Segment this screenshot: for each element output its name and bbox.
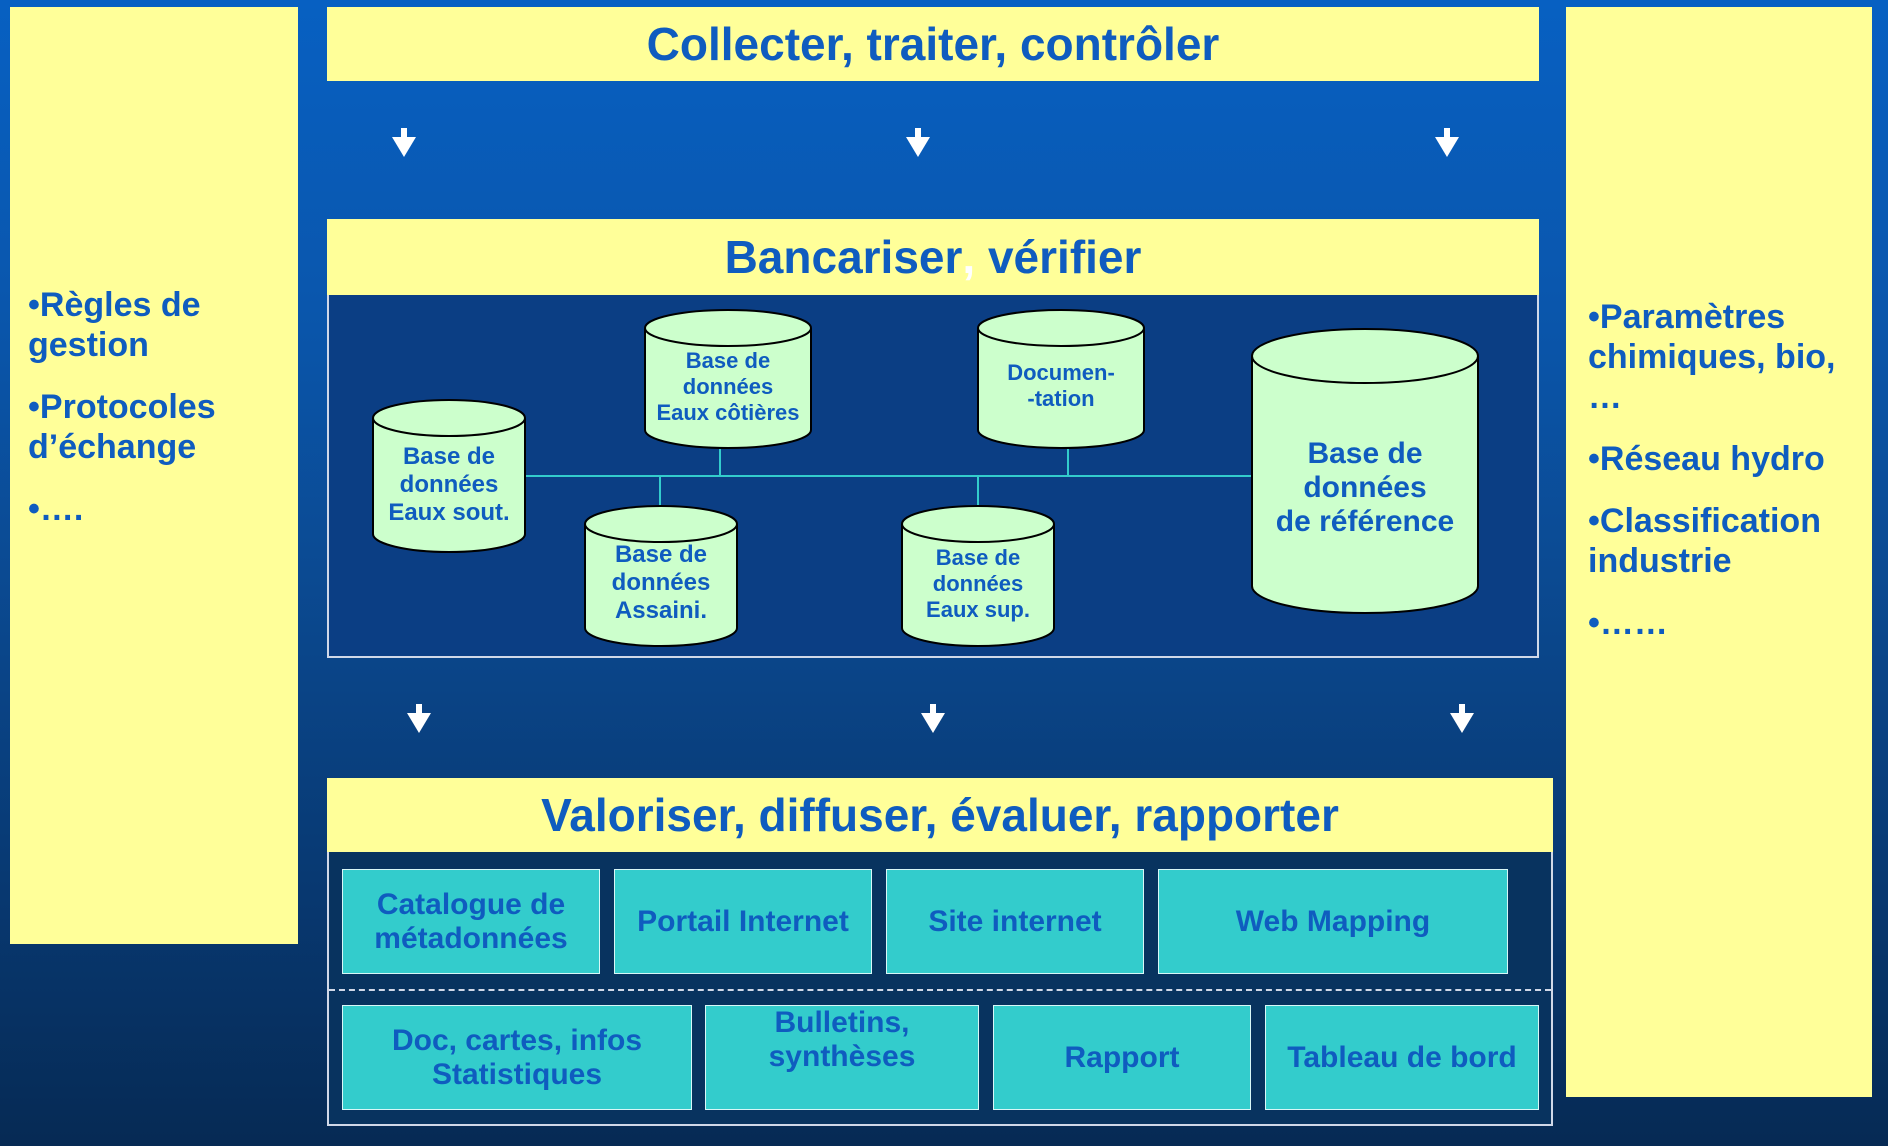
database-eaux-sout: Base de données Eaux sout. [372, 399, 526, 553]
left-item-protocoles: •Protocoles d’échange [28, 388, 216, 466]
rapport-box: Rapport [993, 1005, 1251, 1110]
connector-lines [524, 446, 1252, 512]
section-collecter-title: Collecter, traiter, contrôler [327, 7, 1539, 81]
title-comma: , [962, 231, 976, 283]
db-label-line: données [683, 374, 773, 399]
right-panel-list: •Paramètres chimiques, bio, … •Réseau hy… [1588, 297, 1868, 665]
db-label-line: Base de [615, 541, 707, 568]
right-item-etc: •…… [1588, 604, 1668, 642]
database-diagram: Base de données Eaux sout. Base de donné… [372, 309, 1479, 647]
right-item-parametres: •Paramètres chimiques, bio, … [1588, 298, 1836, 416]
tableau-de-bord-box: Tableau de bord [1265, 1005, 1539, 1110]
left-panel-list: •Règles de gestion •Protocoles d’échange… [28, 285, 293, 551]
db-label-line: Base de [1307, 437, 1422, 470]
db-label-line: -tation [1027, 386, 1094, 411]
db-label-line: Documen- [1007, 360, 1115, 385]
left-item-regles: •Règles de gestion [28, 286, 201, 364]
section-bancariser-title: Bancariser, vérifier [327, 219, 1539, 295]
title-bancariser: Bancariser [724, 231, 963, 283]
section-valoriser-title: Valoriser, diffuser, évaluer, rapporter [327, 778, 1553, 852]
db-label-line: Assaini. [615, 597, 707, 624]
left-panel: •Règles de gestion •Protocoles d’échange… [10, 7, 298, 944]
site-internet-box: Site internet [886, 869, 1144, 974]
database-reference: Base de données de référence [1251, 328, 1479, 614]
db-label-line: données [612, 569, 711, 596]
right-item-reseau: •Réseau hydro [1588, 440, 1825, 478]
db-label-line: Eaux côtières [656, 400, 799, 425]
portail-internet-box: Portail Internet [614, 869, 872, 974]
db-label-line: données [400, 471, 499, 498]
left-item-etc: •…. [28, 490, 84, 528]
doc-cartes-infos-box: Doc, cartes, infos Statistiques [342, 1005, 692, 1110]
db-label-line: Base de [403, 443, 495, 470]
database-documentation: Documen- -tation [977, 309, 1145, 449]
bulletins-syntheses-box: Bulletins, synthèses [705, 1005, 979, 1110]
db-label-line: Eaux sout. [388, 499, 509, 526]
right-panel: •Paramètres chimiques, bio, … •Réseau hy… [1566, 7, 1872, 1097]
database-eaux-cotieres: Base de données Eaux côtières [644, 309, 812, 449]
catalogue-metadonnees-box: Catalogue de métadonnées [342, 869, 600, 974]
web-mapping-box: Web Mapping [1158, 869, 1508, 974]
db-label-line: Base de [686, 348, 770, 373]
dashed-divider [329, 989, 1551, 991]
title-verifier: vérifier [975, 231, 1142, 283]
db-label-line: données [933, 571, 1023, 596]
database-assaini: Base de données Assaini. [584, 505, 738, 647]
database-panel: Base de données Eaux sout. Base de donné… [327, 295, 1539, 658]
database-eaux-sup: Base de données Eaux sup. [901, 505, 1055, 647]
db-label-line: Base de [936, 545, 1020, 570]
db-label-line: Eaux sup. [926, 597, 1030, 622]
right-item-classification: •Classification industrie [1588, 502, 1821, 580]
db-label-line: de référence [1276, 505, 1454, 538]
db-label-line: données [1303, 471, 1426, 504]
